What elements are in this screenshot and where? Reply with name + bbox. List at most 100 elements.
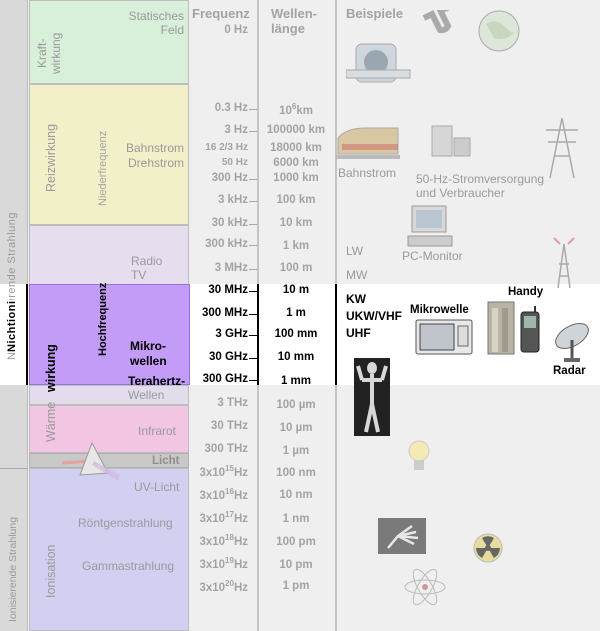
tick	[249, 358, 257, 359]
cell-tower-icon	[487, 301, 515, 355]
tick	[249, 179, 257, 180]
wave-1nm: 1 nm	[282, 513, 310, 525]
wave-100km: 100 km	[276, 194, 316, 206]
wave-1000km: 1000 km	[273, 172, 319, 184]
freq-0hz: 0 Hz	[224, 24, 248, 36]
freq-300mhz: 300 MHz	[201, 307, 248, 319]
freq-300khz: 300 kHz	[205, 238, 248, 250]
wave-1km: 1 km	[282, 240, 310, 252]
label-kraftwirkung: Kraft- wirkung	[35, 32, 63, 74]
band-radio	[29, 225, 189, 285]
band-hochfrequenz	[29, 284, 190, 385]
example-ukw-vhf: UKW/VHF	[346, 309, 402, 323]
example-stromversorgung: 50-Hz-Stromversorgung und Verbraucher	[416, 172, 545, 200]
example-mw: MW	[346, 268, 368, 282]
wave-1pm: 1 pm	[282, 580, 310, 592]
header-beispiele: Beispiele	[346, 6, 404, 21]
divider-frequenz-dark	[257, 284, 259, 385]
wave-100000km: 100000 km	[266, 124, 326, 136]
header-frequenz: Frequenz	[192, 6, 250, 21]
example-handy: Handy	[508, 286, 544, 298]
wave-100pm: 100 pm	[276, 536, 316, 548]
tick	[249, 131, 257, 132]
pc-monitor-icon	[407, 205, 453, 247]
tick	[249, 291, 257, 292]
magnet-icon	[422, 10, 452, 34]
band-licht	[29, 453, 189, 468]
body-scanner-icon	[354, 358, 390, 436]
wave-100nm: 100 nm	[276, 467, 316, 479]
globe-icon	[478, 10, 520, 52]
tick	[249, 314, 257, 315]
freq-3e20hz: 3x1020Hz	[199, 579, 248, 594]
label-wirkung: wirkung	[44, 344, 58, 392]
ionisierend-strip	[0, 468, 28, 631]
atom-icon	[404, 568, 446, 606]
freq-0.3hz: 0.3 Hz	[214, 102, 248, 114]
header-wellenlaenge: Wellen- länge	[271, 6, 317, 36]
freq-3khz: 3 kHz	[217, 194, 248, 206]
appliances-icon	[431, 125, 471, 157]
freq-3thz: 3 THz	[217, 397, 248, 409]
prism-icon	[62, 441, 120, 481]
label-mikrowellen: Mikro- wellen	[130, 339, 167, 368]
label-terahertz: Terahertz-	[128, 374, 186, 388]
radar-dish-icon	[555, 323, 589, 362]
example-radar: Radar	[553, 365, 586, 377]
wave-10km: 10 km	[279, 217, 313, 229]
label-roentgen: Röntgenstrahlung	[78, 516, 173, 530]
example-bahnstrom: Bahnstrom	[338, 166, 397, 180]
freq-3hz: 3 Hz	[224, 124, 248, 136]
tick	[249, 201, 257, 202]
label-licht: Licht	[152, 455, 180, 467]
example-lw: LW	[346, 244, 364, 258]
example-mikrowelle: Mikrowelle	[410, 304, 469, 316]
label-drehstrom: Drehstrom	[127, 156, 184, 170]
mobile-phone-icon	[520, 306, 540, 353]
freq-300thz: 300 THz	[204, 443, 248, 455]
freq-30khz: 30 kHz	[211, 217, 248, 229]
example-kw: KW	[346, 292, 366, 306]
label-ionisation: Ionisation	[44, 544, 58, 598]
band-infrarot	[29, 405, 189, 453]
label-terahertz-wellen: Wellen	[128, 388, 165, 402]
mri-scanner-icon	[346, 43, 411, 83]
freq-3e18hz: 3x1018Hz	[199, 533, 248, 548]
wave-10pm: 10 pm	[279, 559, 313, 571]
band-kraftwirkung	[29, 0, 189, 84]
label-statisches-feld: Statisches Feld	[128, 9, 184, 37]
band-reizwirkung	[29, 84, 189, 225]
wave-100um: 100 µm	[276, 399, 316, 411]
wave-1m: 1 m	[286, 307, 306, 319]
light-bulb-icon	[408, 440, 430, 470]
wave-10um: 10 µm	[279, 422, 313, 434]
label-ionisierende-strahlung: Ionisierende Strahlung	[7, 516, 19, 622]
wave-100mm: 100 mm	[274, 328, 318, 340]
tick	[249, 380, 257, 381]
radiation-icon	[473, 533, 503, 563]
freq-50hz: 50 Hz	[221, 157, 248, 168]
wave-18000km: 18000 km	[270, 142, 322, 154]
xray-hand-icon	[378, 518, 426, 554]
freq-3ghz: 3 GHz	[215, 328, 248, 340]
freq-300ghz: 300 GHz	[202, 373, 248, 385]
train-icon	[336, 127, 400, 159]
wave-10e6km: 106km	[279, 102, 313, 117]
freq-30thz: 30 THz	[210, 420, 248, 432]
freq-300hz: 300 Hz	[211, 172, 248, 184]
wave-10mm: 10 mm	[277, 351, 315, 363]
label-hochfrequenz: Hochfrequenz	[97, 282, 109, 356]
freq-30mhz: 30 MHz	[208, 284, 248, 296]
label-infrarot: Infrarot	[138, 424, 177, 438]
label-reizwirkung: Reizwirkung	[44, 123, 58, 192]
freq-3e19hz: 3x1019Hz	[199, 556, 248, 571]
freq-3e16hz: 3x1016Hz	[199, 487, 248, 502]
power-pylon-icon	[546, 117, 578, 179]
nichtionisierend-strip	[0, 0, 28, 468]
wave-10nm: 10 nm	[279, 489, 313, 501]
wave-6000km: 6000 km	[273, 157, 319, 169]
label-bahnstrom: Bahnstrom	[125, 141, 184, 155]
label-uv-licht: UV-Licht	[134, 480, 180, 494]
radio-mast-icon	[553, 237, 575, 289]
divider-wellenlaenge-dark	[335, 284, 337, 385]
